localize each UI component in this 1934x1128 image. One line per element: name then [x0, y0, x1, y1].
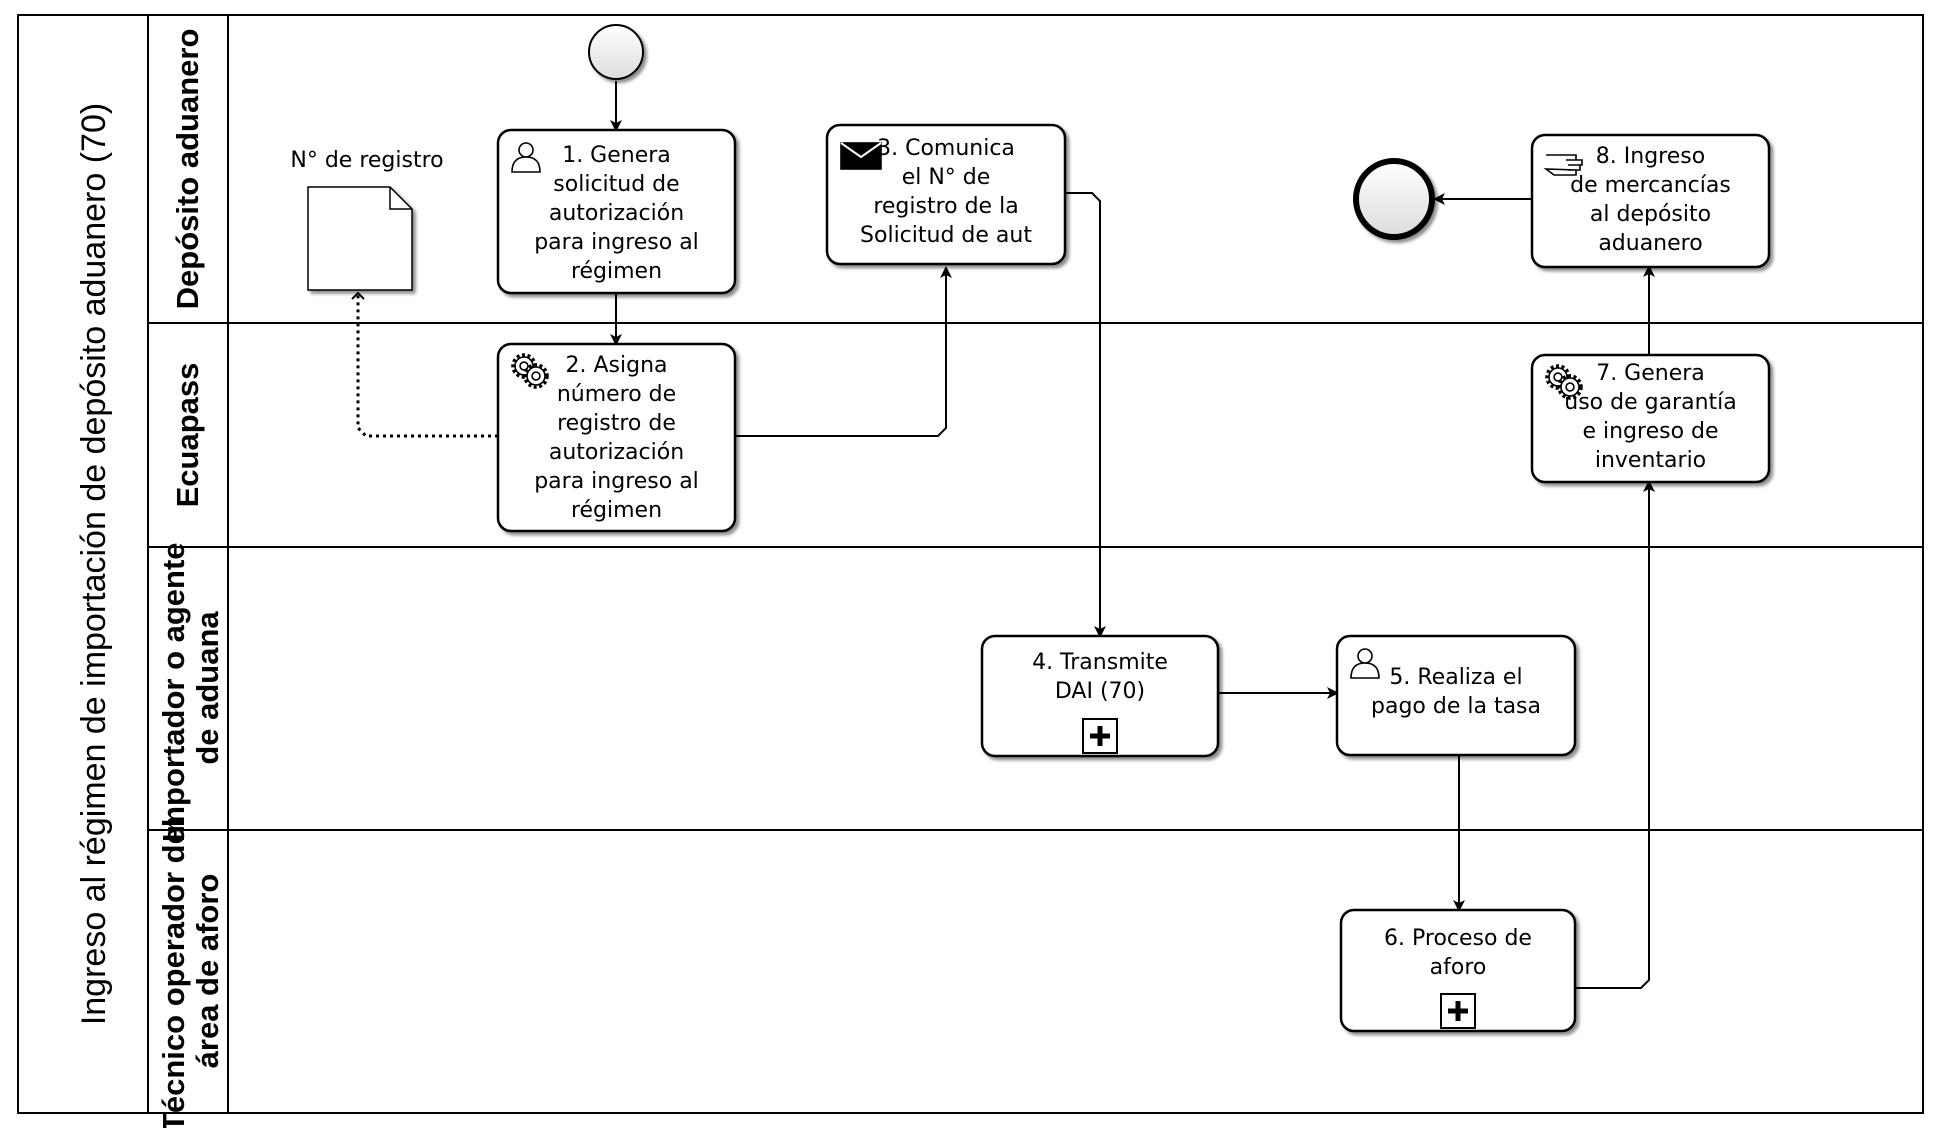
send-task-icon [840, 142, 882, 170]
service-task-icon [1545, 364, 1583, 400]
manual-task-icon [1543, 154, 1583, 176]
lane-title-tecnico: Técnico operador del área de aforo [156, 810, 225, 1128]
task-label-line: aduanero [1598, 231, 1702, 256]
task-label-line: aforo [1430, 955, 1487, 980]
lane-title-importador: Importador o agente de aduana [156, 534, 225, 842]
task-label: 1. Genera solicitud de autorización para in… [534, 143, 699, 284]
task-box [496, 342, 737, 533]
lane-tecnico: Técnico operador del área de aforo [156, 810, 225, 1128]
lane-importador: Importador o agente de aduana [156, 534, 225, 842]
lane-depositoaduanero: Depósito aduanero [170, 29, 205, 310]
task-label-line: régimen [571, 259, 662, 284]
task-label-line: 4. Transmite [1032, 650, 1168, 675]
flow-t6-to-t7 [1575, 480, 1655, 989]
task-label-line: pago de la tasa [1371, 694, 1541, 719]
flow-t3-to-t4 [1065, 192, 1106, 638]
task-label-line: autorización [549, 201, 684, 226]
task-label-line: inventario [1595, 448, 1706, 473]
task-box [980, 634, 1220, 758]
task-t5: 5. Realiza el pago de la tasa [1335, 634, 1577, 757]
task-label-line: Solicitud de aut [860, 223, 1032, 248]
task-label: 6. Proceso de aforo [1384, 926, 1532, 980]
task-box [1530, 133, 1771, 269]
lane-title-ecuapass: Ecuapass [170, 363, 205, 508]
task-label-line: uso de garantía [1564, 390, 1737, 415]
task-label: 5. Realiza el pago de la tasa [1371, 665, 1541, 719]
user-task-icon [1350, 648, 1380, 679]
task-label-line: para ingreso al [534, 230, 699, 255]
task-box [1335, 634, 1577, 757]
task-box [496, 128, 737, 295]
task-t6: 6. Proceso de aforo [1339, 908, 1577, 1033]
task-box [1530, 353, 1771, 484]
task-t8: 8. Ingreso de mercancías al depósito aduane… [1530, 133, 1771, 269]
task-t3: 3. Comunica el N° de registro de la Solicit… [825, 123, 1067, 266]
task-label-line: registro de la [873, 194, 1018, 219]
task-label: 7. Genera uso de garantía e ingreso de inve… [1564, 361, 1737, 473]
task-label-line: el N° de [902, 165, 991, 190]
lane-ecuapass: Ecuapass [170, 363, 205, 508]
task-label-line: DAI (70) [1055, 679, 1145, 704]
task-box [825, 123, 1067, 266]
sequence-flows [351, 81, 1655, 989]
task-label-line: 1. Genera [562, 143, 671, 168]
end-event [1353, 158, 1435, 240]
data-object-label: N° de registro [290, 148, 443, 173]
task-box [1339, 908, 1577, 1033]
subprocess-marker-icon [1440, 993, 1476, 1029]
start-event [588, 24, 644, 80]
pool-title: Ingreso al régimen de importación de dep… [75, 103, 113, 1025]
task-label-line: autorización [549, 440, 684, 465]
task-label: 2. Asigna número de registro de autorizació… [534, 353, 699, 523]
data-object: N° de registro [290, 148, 444, 291]
task-label: 8. Ingreso de mercancías al depósito aduane… [1570, 144, 1731, 256]
task-label-line: e ingreso de [1582, 419, 1718, 444]
task-label-line: régimen [571, 498, 662, 523]
flow-t2-to-t3 [735, 266, 952, 437]
task-label-line: para ingreso al [534, 469, 699, 494]
task-label-line: solicitud de [553, 172, 679, 197]
task-label-line: 3. Comunica [877, 136, 1015, 161]
task-t1: 1. Genera solicitud de autorización para in… [496, 128, 737, 295]
task-t2: 2. Asigna número de registro de autorizació… [496, 342, 737, 533]
subprocess-marker-icon [1082, 718, 1118, 754]
task-label-line: 6. Proceso de [1384, 926, 1532, 951]
task-label-line: 7. Genera [1596, 361, 1705, 386]
task-label: 3. Comunica el N° de registro de la Solicit… [860, 136, 1032, 248]
task-label-line: número de [557, 382, 676, 407]
task-label-line: de mercancías [1570, 173, 1731, 198]
task-label-line: 8. Ingreso [1596, 144, 1705, 169]
task-label-line: registro de [557, 411, 676, 436]
task-label-line: 2. Asigna [566, 353, 668, 378]
service-task-icon [511, 353, 549, 389]
lane-title-deposito: Depósito aduanero [170, 29, 205, 310]
task-label-line: 5. Realiza el [1389, 665, 1522, 690]
association-t2-to-dataobject [351, 291, 498, 438]
task-t7: 7. Genera uso de garantía e ingreso de inve… [1530, 353, 1771, 484]
tasks: 1. Genera solicitud de autorización para in… [496, 123, 1771, 1033]
task-label-line: al depósito [1590, 202, 1711, 227]
user-task-icon [511, 142, 541, 173]
